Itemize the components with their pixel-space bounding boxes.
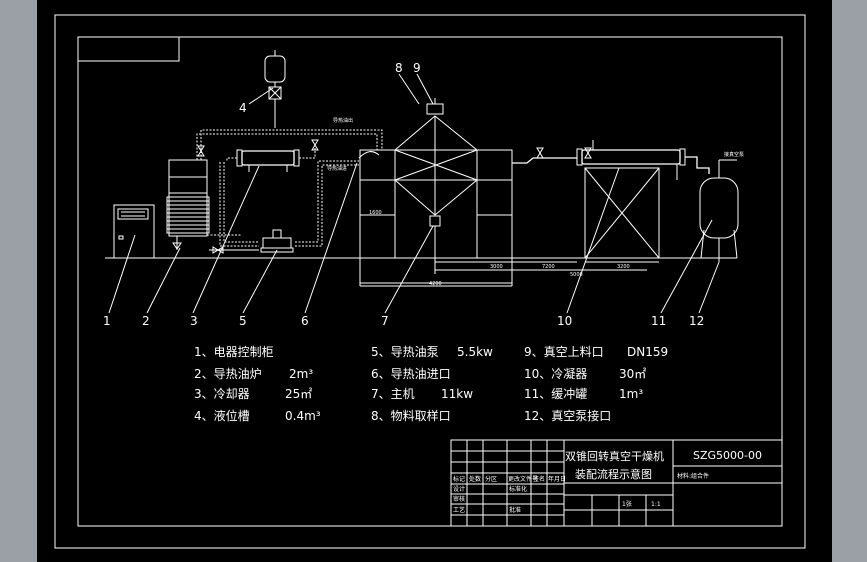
oil-line-low-2 (223, 162, 259, 243)
label-oil-in: 导热油进 (327, 165, 347, 172)
dimension-lines (360, 261, 659, 284)
tb-row-review: 审核 (453, 495, 465, 503)
oil-supply-pipe (295, 164, 359, 247)
label-oil-out: 导热油出 (333, 117, 353, 124)
oil-line-low (219, 162, 259, 247)
legend-item-9: 9、真空上料口 (524, 345, 604, 359)
tb-row-mark: 标记 (453, 475, 465, 483)
tb-row-change: 更改文件号 (508, 475, 538, 483)
callout-6: 6 (301, 314, 309, 328)
callout-9: 9 (413, 61, 421, 75)
cooler (236, 149, 300, 172)
tb-row-standard: 标准化 (509, 485, 527, 493)
tb-row-zone: 分区 (485, 475, 497, 483)
drawing-sheet: 1张 (622, 500, 632, 508)
callout-12: 12 (689, 314, 704, 328)
legend-value-3: 25㎡ (285, 387, 312, 401)
dim-3200: 3200 (617, 264, 630, 270)
callout-8: 8 (395, 61, 403, 75)
oil-pump (260, 229, 294, 253)
legend: 1、电器控制柜 2、导热油炉 2m³ 3、冷却器 25㎡ 4、液位槽 0.4m³… (194, 345, 668, 423)
leader-lines (108, 73, 720, 314)
tb-row-approve: 批准 (509, 506, 521, 514)
legend-item-3: 3、冷却器 (194, 387, 250, 401)
callout-7: 7 (381, 314, 389, 328)
legend-value-10: 30㎡ (619, 367, 646, 381)
callout-3: 3 (190, 314, 198, 328)
drawing-number: SZG5000-00 (693, 449, 762, 462)
tb-row-count: 处数 (469, 475, 481, 483)
title-block (450, 439, 783, 527)
drawing-title-line2: 装配流程示意图 (575, 467, 652, 481)
callout-2: 2 (142, 314, 150, 328)
drawing-material: 材料:组合件 (677, 472, 709, 480)
legend-item-4: 4、液位槽 (194, 408, 250, 423)
inner-frame (77, 36, 783, 527)
callout-1: 1 (103, 314, 111, 328)
oil-furnace (166, 159, 210, 250)
legend-item-8: 8、物料取样口 (371, 408, 451, 423)
tb-row-design: 设计 (453, 485, 465, 493)
dim-5000: 5000 (570, 272, 583, 278)
oil-return-pipe (196, 133, 378, 160)
tb-row-sign: 签名 (533, 475, 545, 483)
drawing-scale: 1:1 (651, 501, 661, 508)
legend-value-2: 2m³ (289, 367, 313, 381)
drawing-title-line1: 双锥回转真空干燥机 (565, 449, 664, 463)
corner-box (77, 36, 180, 62)
legend-item-5: 5、导热油泵 (371, 345, 439, 359)
oil-supply-pipe-2 (295, 160, 359, 243)
buffer-tank (699, 159, 739, 262)
drawing-sheet: 3000 7200 3200 5000 4200 1600 导热油出 导热油进 … (37, 0, 832, 562)
label-vacuum-pump: 接真空泵 (724, 151, 744, 158)
callout-11: 11 (651, 314, 666, 328)
dim-7200: 7200 (542, 264, 555, 270)
dim-1600: 1600 (369, 210, 382, 216)
callout-5: 5 (239, 314, 247, 328)
legend-value-7: 11kw (441, 387, 473, 401)
tb-row-process: 工艺 (453, 506, 465, 514)
outer-frame (54, 14, 806, 549)
cooler-out (299, 148, 316, 159)
legend-value-11: 1m³ (619, 387, 643, 401)
level-tank (264, 50, 286, 128)
dim-4200: 4200 (429, 281, 442, 287)
legend-item-12: 12、真空泵接口 (524, 408, 611, 423)
legend-value-9: DN159 (627, 345, 668, 359)
legend-value-4: 0.4m³ (285, 409, 321, 423)
dim-3000: 3000 (490, 264, 503, 270)
legend-value-5: 5.5kw (457, 345, 493, 359)
condenser (576, 140, 686, 259)
legend-item-6: 6、导热油进口 (371, 367, 451, 381)
callout-10: 10 (557, 314, 572, 328)
legend-item-1: 1、电器控制柜 (194, 345, 274, 359)
cooler-link (226, 157, 237, 162)
callout-4: 4 (239, 101, 247, 115)
main-dryer (359, 98, 513, 287)
legend-item-2: 2、导热油炉 (194, 367, 262, 381)
control-cabinet (113, 204, 155, 259)
condenser-outlet (685, 156, 710, 174)
tb-row-date: 年月日 (548, 475, 566, 483)
oil-return-pipe-2 (200, 129, 383, 160)
rotary-joint (358, 151, 380, 159)
vacuum-line (512, 157, 577, 164)
legend-item-7: 7、主机 (371, 387, 415, 401)
legend-item-10: 10、冷凝器 (524, 366, 587, 381)
legend-item-11: 11、缓冲罐 (524, 386, 587, 401)
process-flow-diagram: 3000 7200 3200 5000 4200 1600 导热油出 导热油进 … (54, 14, 806, 549)
